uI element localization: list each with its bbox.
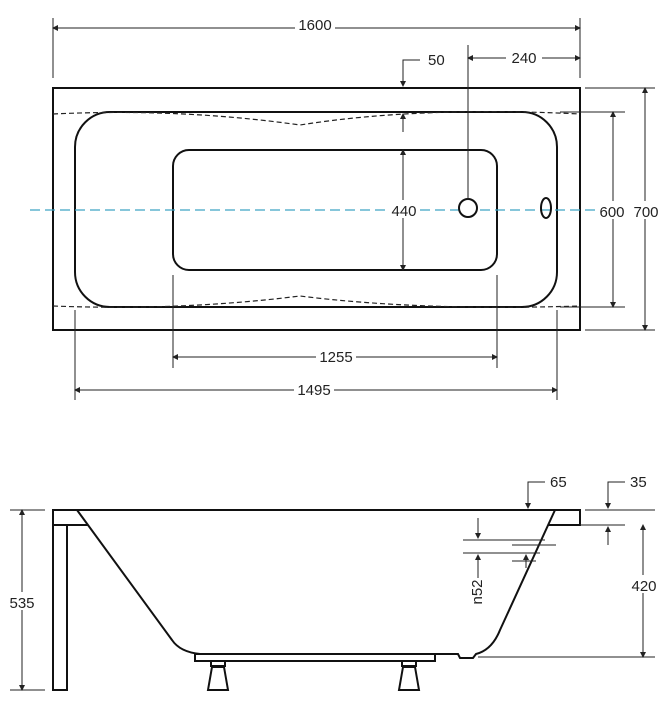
dim-535: 535 [9, 595, 34, 612]
dim-440: 440 [391, 203, 416, 220]
overflow-icon [540, 197, 552, 219]
foot-left [206, 660, 230, 691]
dashed-contour-bottom [52, 295, 581, 308]
dim-35: 35 [630, 474, 647, 491]
dim-n52: n52 [469, 579, 486, 604]
dim-65: 65 [550, 474, 567, 491]
dashed-contour-top [52, 111, 581, 126]
top-view: 1600 50 240 440 600 700 1255 1495 [30, 15, 664, 400]
side-view: 535 420 65 35 n52 [4, 474, 662, 691]
drain-icon [458, 198, 478, 218]
dim-420: 420 [631, 578, 656, 595]
front-panel [52, 524, 68, 691]
dim-1255: 1255 [319, 349, 352, 366]
outer-rim [52, 87, 581, 331]
dim-1495: 1495 [297, 382, 330, 399]
dim-700: 700 [633, 204, 658, 221]
dim-50: 50 [428, 52, 445, 69]
dim-600: 600 [599, 204, 624, 221]
tub-shell [75, 509, 557, 659]
base-frame [194, 653, 436, 662]
foot-right [397, 660, 421, 691]
dim-240: 240 [511, 50, 536, 67]
dim-1600: 1600 [298, 17, 331, 34]
